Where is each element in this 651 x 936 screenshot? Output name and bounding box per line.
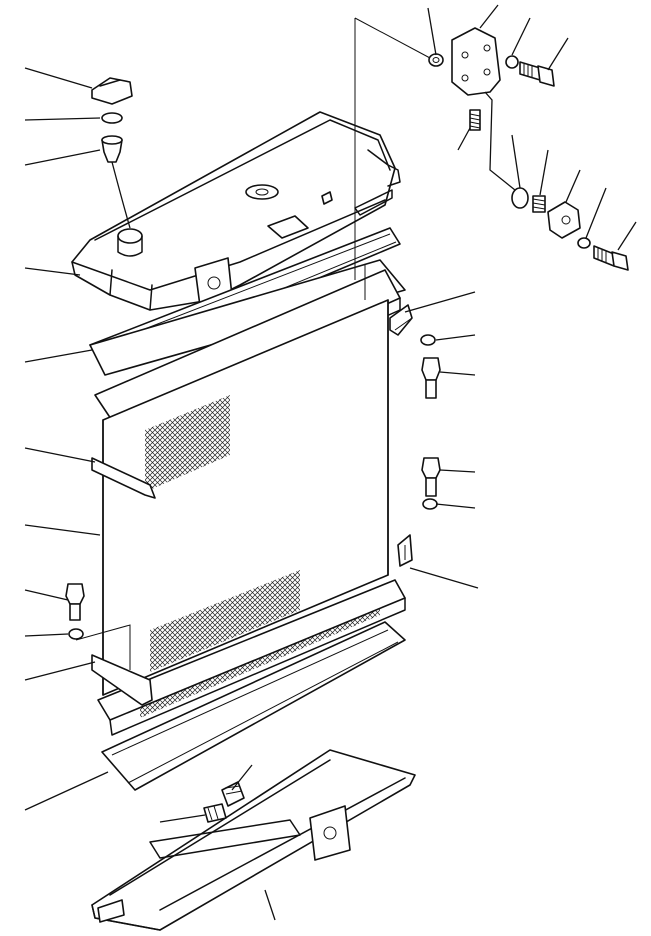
core-top-gasket [89,259,406,376]
spring-icon [469,109,481,131]
seal-ring-icon [101,112,123,124]
washer-icon [505,55,519,69]
washer-icon [68,628,84,640]
side-bracket-upper-right [389,304,413,336]
washer-icon [420,334,436,346]
vent-flange [245,184,279,200]
bolt-icon [593,245,629,271]
bolt-icon [421,357,441,399]
o-ring-icon [511,187,529,209]
drain-plug-icon [203,803,227,823]
lower-tank [91,749,416,931]
filler-plug-icon [101,135,123,163]
drain-plug-icon [221,781,245,807]
radiator-core [94,269,406,736]
radiator-cap-icon [91,77,133,105]
washer-icon [422,498,438,510]
side-bracket-upper-left [91,457,156,499]
side-bracket-lower-left [91,654,153,706]
callout-leaders [24,4,637,921]
spring-icon [532,195,546,213]
washer-icon [428,53,444,67]
elbow-fitting-icon [547,201,581,239]
bolt-icon [65,583,85,621]
bolt-icon [421,457,441,497]
drain-flange [309,805,351,861]
thermostat-housing-icon [451,27,501,96]
washer-icon [577,237,591,249]
filler-neck [117,228,143,257]
lower-tank-gasket [101,621,406,791]
bolt-icon [519,61,555,87]
